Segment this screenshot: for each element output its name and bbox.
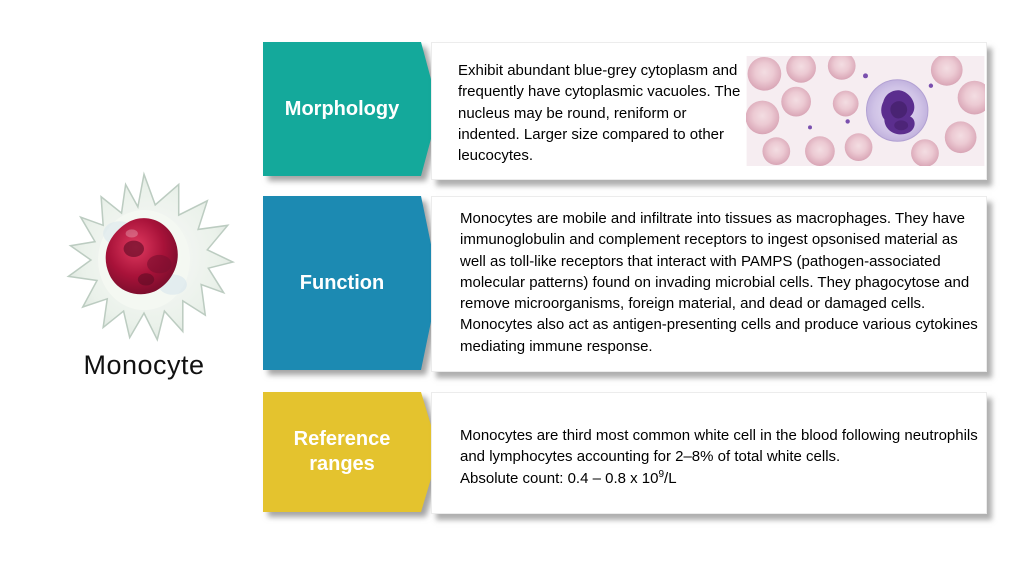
morphology-text: Exhibit abundant blue-grey cytoplasm and… bbox=[458, 62, 741, 165]
blood-smear-image bbox=[746, 56, 985, 166]
reference-ranges-arrow-label: Reference ranges bbox=[263, 392, 439, 512]
absolute-count-prefix: Absolute count: 0.4 – 0.8 x 10 bbox=[460, 469, 659, 487]
reference-ranges-panel bbox=[431, 392, 987, 514]
reference-ranges-label-text: Reference ranges bbox=[293, 428, 391, 475]
absolute-count-suffix: /L bbox=[664, 469, 677, 487]
function-arrow-label: Function bbox=[263, 196, 439, 370]
function-text: Monocytes are mobile and infiltrate into… bbox=[460, 210, 978, 355]
absolute-count-exponent: 9 bbox=[658, 468, 665, 480]
reference-ranges-line2: Absolute count: 0.4 – 0.8 x 109/L bbox=[460, 468, 995, 489]
monocyte-caption: Monocyte bbox=[83, 350, 205, 380]
reference-ranges-text: Monocytes are third most common white ce… bbox=[460, 425, 995, 489]
morphology-label-text: Morphology bbox=[284, 97, 400, 120]
reference-ranges-arrow-shape: Reference ranges bbox=[263, 392, 439, 512]
morphology-arrow-shape: Morphology bbox=[263, 42, 439, 176]
monocyte-illustration-svg bbox=[66, 171, 236, 342]
monocyte-illustration bbox=[52, 162, 236, 356]
morphology-arrow-label: Morphology bbox=[263, 42, 439, 176]
function-arrow-shape: Function bbox=[263, 196, 439, 370]
reference-ranges-line1: Monocytes are third most common white ce… bbox=[460, 427, 978, 466]
blood-smear-svg bbox=[746, 56, 985, 166]
function-label-text: Function bbox=[299, 271, 385, 294]
function-panel bbox=[431, 196, 987, 372]
